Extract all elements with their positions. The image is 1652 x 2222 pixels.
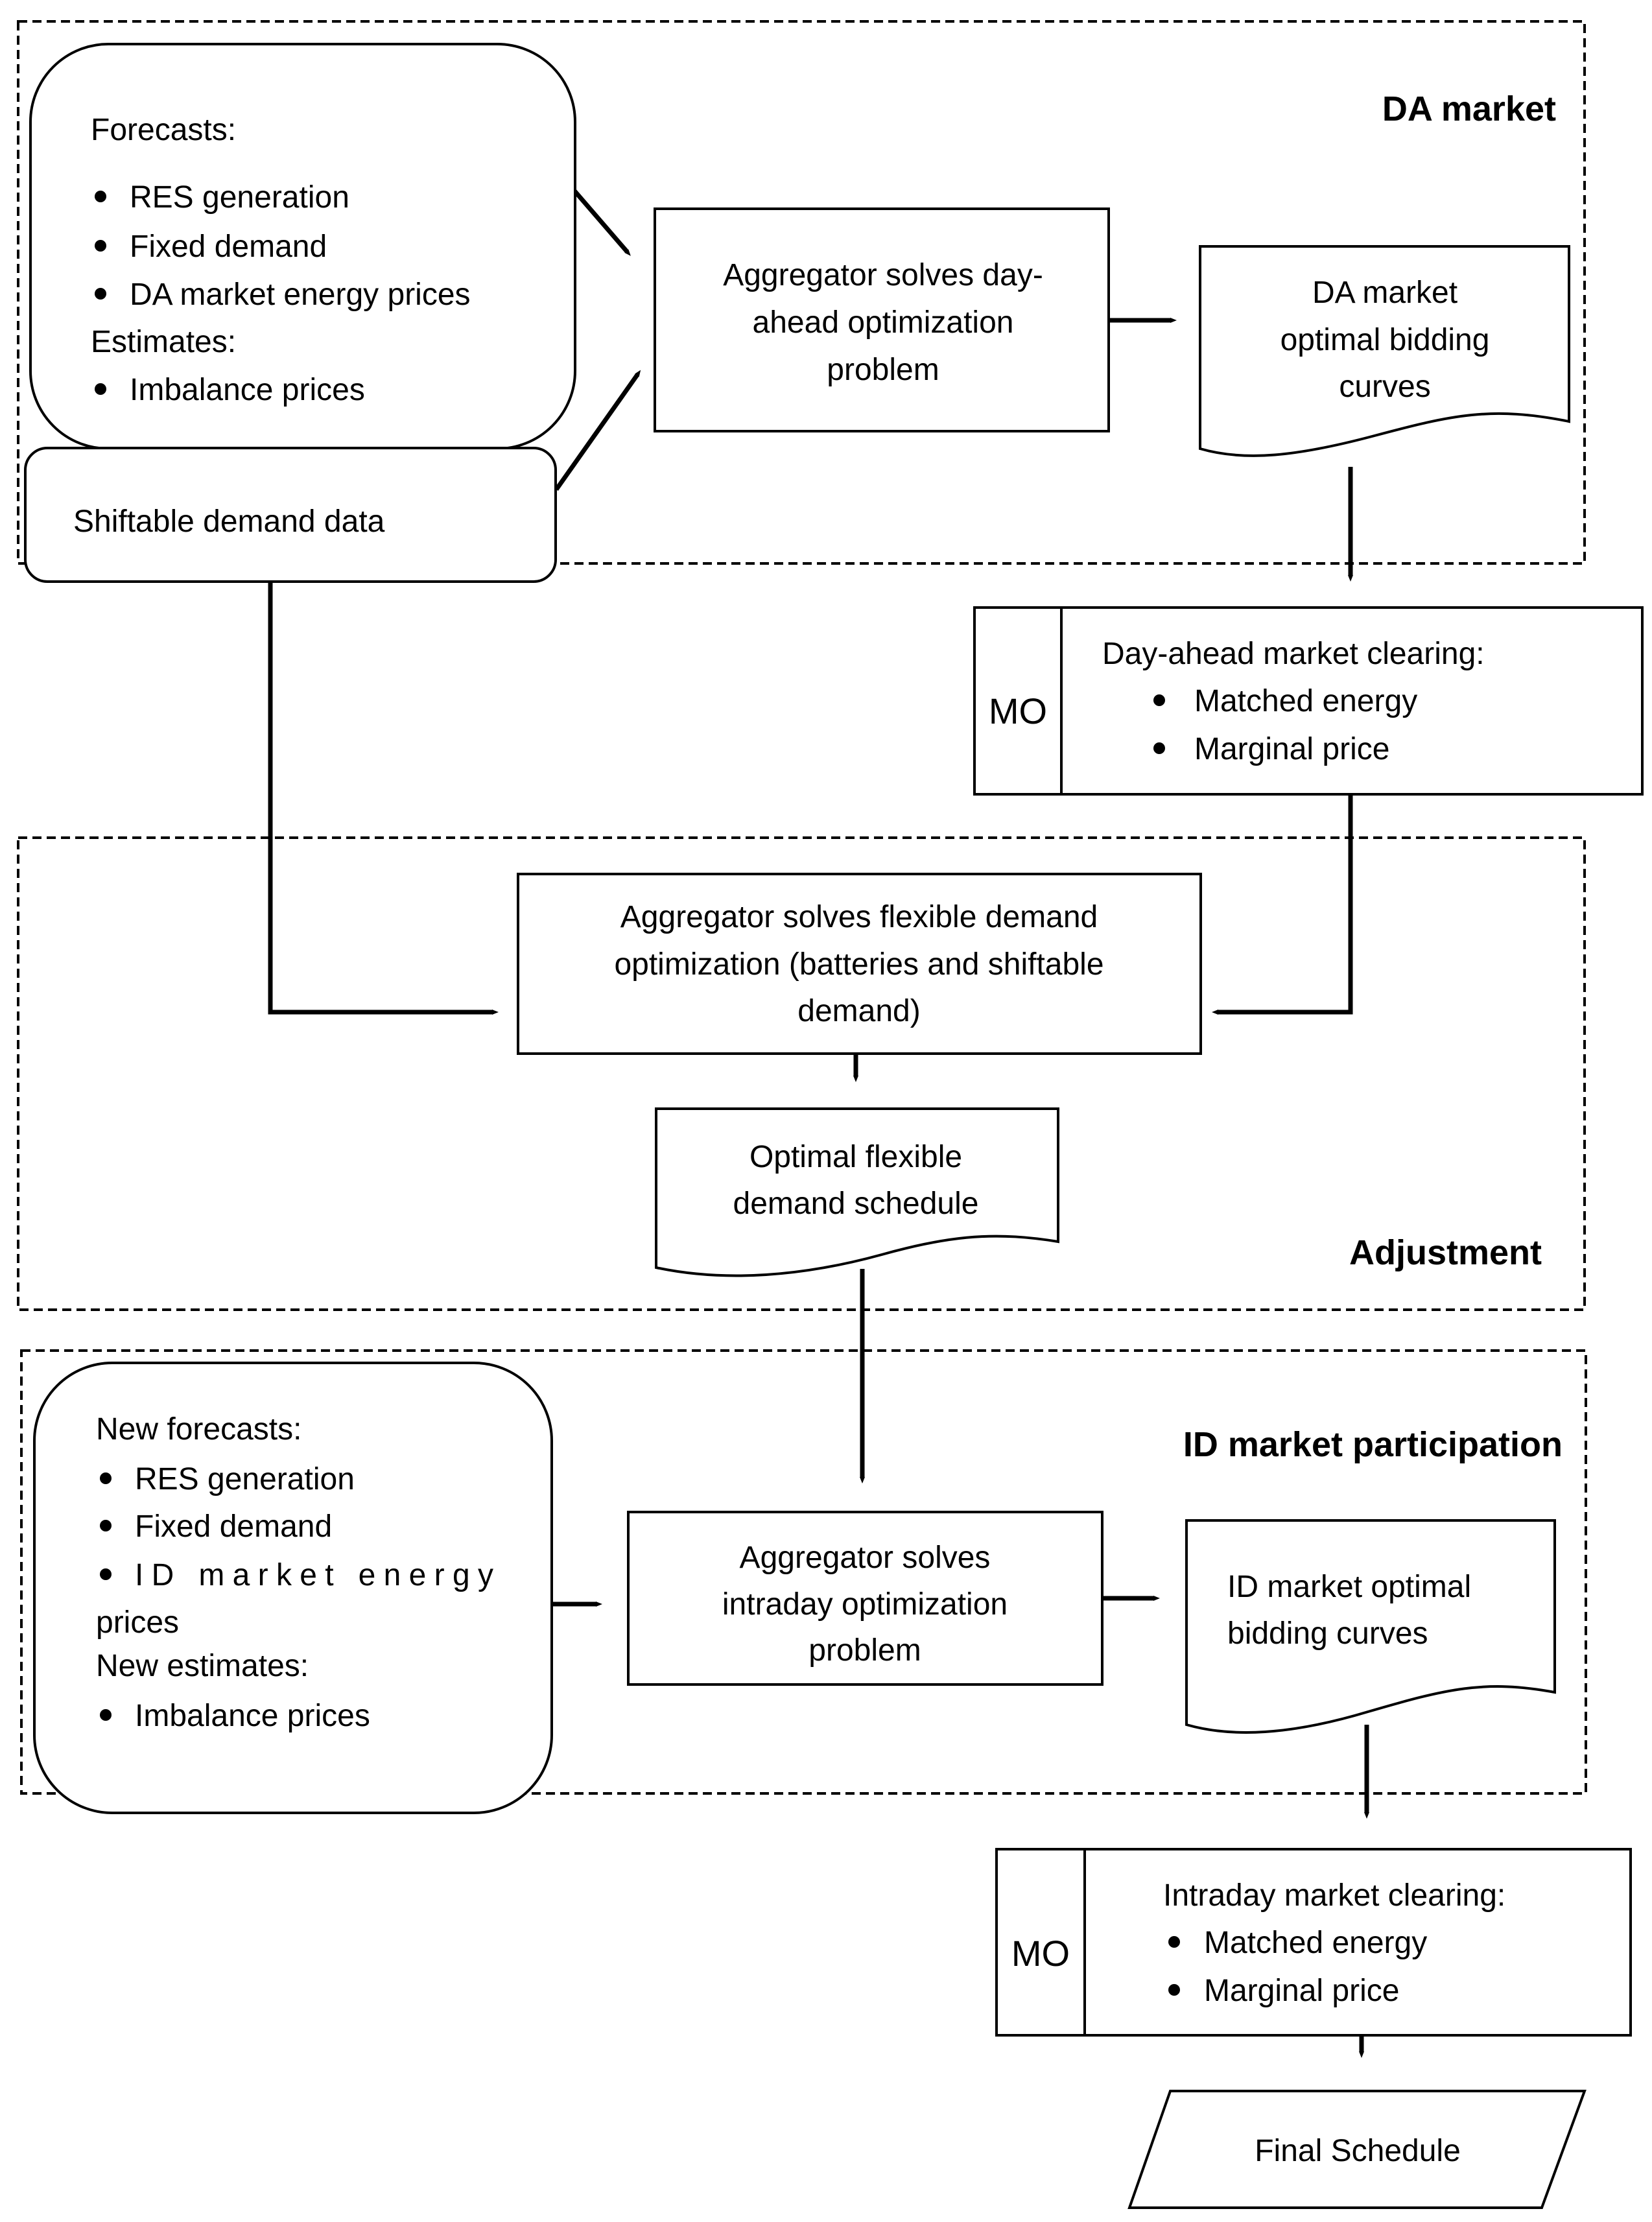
id-optimization-line: problem	[808, 1633, 921, 1668]
da-input-item: Imbalance prices	[130, 373, 365, 407]
bullet-icon	[100, 1520, 112, 1531]
shiftable-demand-label: Shiftable demand data	[73, 504, 385, 539]
arrow-da-clearing-to-flex-opt	[1212, 794, 1353, 1015]
market-operator-label: MO	[989, 691, 1047, 731]
market-operator-label: MO	[1011, 1933, 1070, 1974]
id-bidding-line: bidding curves	[1227, 1616, 1428, 1651]
da-bidding-line: DA market	[1312, 276, 1457, 310]
bullet-icon	[100, 1709, 112, 1721]
final-schedule-box: Final Schedule	[1127, 2090, 1587, 2209]
id-market-region	[20, 1349, 1587, 1795]
final-schedule-label: Final Schedule	[1255, 2134, 1461, 2168]
da-clearing-item: Marginal price	[1194, 732, 1389, 766]
shiftable-demand-box: Shiftable demand data	[24, 447, 557, 583]
id-optimization-box: Aggregator solves intraday optimization …	[627, 1511, 1103, 1686]
id-market-clearing-box: MO Intraday market clearing: Matched ene…	[995, 1848, 1632, 2037]
id-forecasts-heading: New forecasts:	[96, 1412, 301, 1447]
bullet-icon	[95, 240, 106, 252]
da-optimization-line: Aggregator solves day-	[723, 258, 1043, 292]
da-optimization-line: ahead optimization	[753, 305, 1014, 340]
id-bidding-curves-document: ID market optimal bidding curves	[1185, 1519, 1556, 1734]
da-input-item: Fixed demand	[130, 230, 327, 264]
id-clearing-title: Intraday market clearing:	[1163, 1878, 1505, 1913]
da-estimates-heading: Estimates:	[91, 325, 236, 359]
bullet-icon	[1153, 694, 1165, 706]
bullet-icon	[95, 288, 106, 300]
id-input-item: Fixed demand	[135, 1509, 332, 1544]
da-clearing-title: Day-ahead market clearing:	[1102, 637, 1485, 671]
bullet-icon	[1168, 1984, 1180, 1996]
id-inputs-box: New forecasts: RES generation Fixed dema…	[33, 1362, 553, 1814]
da-bidding-line: curves	[1339, 370, 1430, 404]
flex-optimization-line: demand)	[797, 994, 920, 1028]
da-optimization-box: Aggregator solves day- ahead optimizatio…	[654, 207, 1110, 432]
adjustment-region	[17, 836, 1586, 1311]
id-bidding-line: ID market optimal	[1227, 1570, 1471, 1604]
flexible-optimization-box: Aggregator solves flexible demand optimi…	[517, 873, 1202, 1055]
da-optimization-line: problem	[827, 353, 939, 387]
da-market-label: DA market	[1382, 89, 1556, 128]
bullet-icon	[95, 383, 106, 395]
id-optimization-line: Aggregator solves	[740, 1541, 991, 1575]
da-inputs-box: Forecasts: RES generation Fixed demand D…	[29, 43, 576, 450]
bullet-icon	[100, 1472, 112, 1484]
flex-schedule-line: demand schedule	[733, 1187, 979, 1221]
da-bidding-line: optimal bidding	[1280, 323, 1490, 357]
id-clearing-item: Marginal price	[1204, 1974, 1399, 2008]
flex-schedule-line: Optimal flexible	[749, 1140, 962, 1174]
adjustment-label: Adjustment	[1349, 1233, 1542, 1272]
id-input-item: Imbalance prices	[135, 1699, 370, 1733]
bullet-icon	[100, 1568, 112, 1580]
da-forecasts-heading: Forecasts:	[91, 113, 236, 147]
da-market-region	[17, 20, 1586, 565]
arrow-shiftable-to-da-opt	[554, 370, 641, 491]
arrow-shiftable-to-flex-opt	[268, 582, 499, 1015]
id-clearing-item: Matched energy	[1204, 1926, 1427, 1960]
da-bidding-curves-document: DA market optimal bidding curves	[1199, 245, 1570, 457]
arrow-forecasts-to-da-opt	[567, 183, 631, 256]
id-estimates-heading: New estimates:	[96, 1649, 309, 1683]
id-input-item: ID market energy	[135, 1558, 493, 1592]
flex-optimization-line: Aggregator solves flexible demand	[620, 900, 1098, 934]
flex-optimization-line: optimization (batteries and shiftable	[614, 947, 1103, 982]
da-input-item: RES generation	[130, 180, 349, 215]
bullet-icon	[95, 191, 106, 202]
da-input-item: DA market energy prices	[130, 278, 471, 312]
flexible-schedule-document: Optimal flexible demand schedule	[655, 1107, 1059, 1277]
id-optimization-line: intraday optimization	[722, 1587, 1008, 1622]
bullet-icon	[1153, 742, 1165, 754]
id-input-item-wrap: prices	[96, 1605, 179, 1640]
bullet-icon	[1168, 1936, 1180, 1948]
id-input-item: RES generation	[135, 1462, 355, 1496]
id-market-label: ID market participation	[1183, 1425, 1563, 1464]
da-market-clearing-box: MO Day-ahead market clearing: Matched en…	[973, 606, 1644, 796]
da-clearing-item: Matched energy	[1194, 684, 1417, 718]
